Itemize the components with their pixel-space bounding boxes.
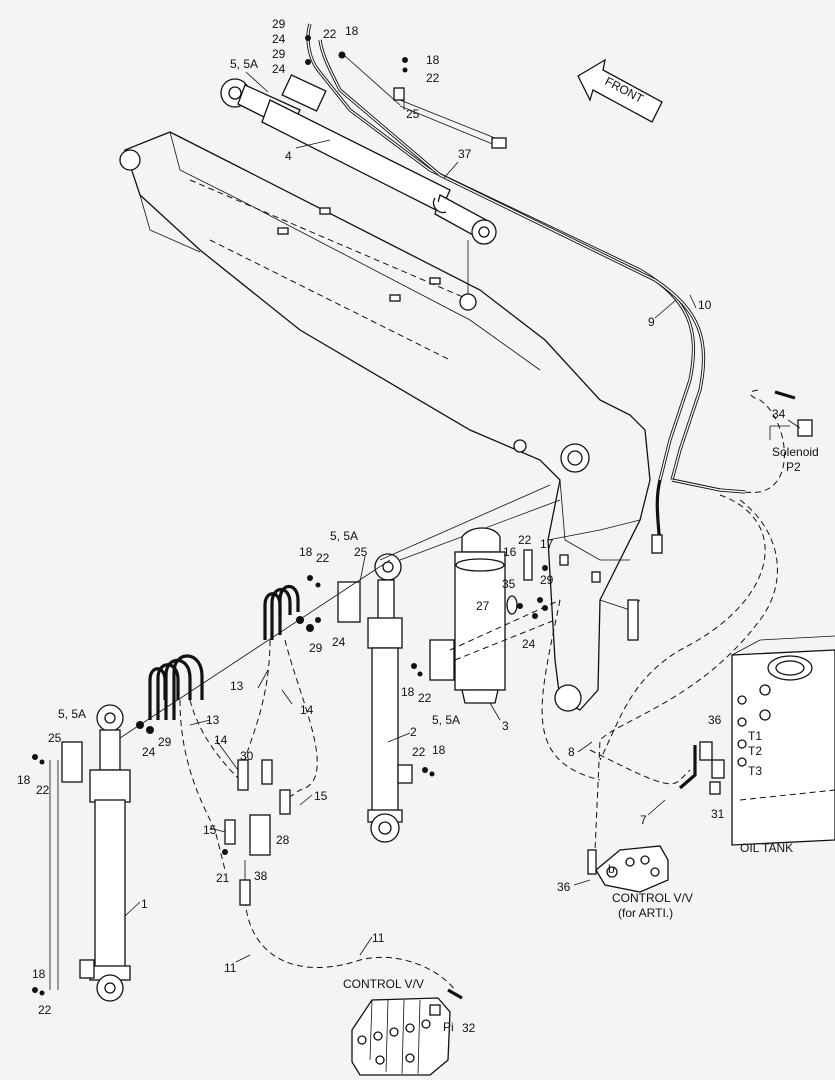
oil-tank xyxy=(678,635,835,846)
label-24: 24 xyxy=(332,635,346,649)
cylinder-1 xyxy=(32,559,391,1002)
label-27: 27 xyxy=(476,599,490,613)
valve-fittings-center xyxy=(222,759,291,906)
label-14: 14 xyxy=(300,703,314,717)
cylinder-3 xyxy=(429,527,561,704)
label-5-5a: 5, 5A xyxy=(432,713,460,727)
boom-arm xyxy=(119,131,651,712)
label-22: 22 xyxy=(518,533,532,547)
label-21: 21 xyxy=(216,871,230,885)
label-1: 1 xyxy=(141,897,148,911)
control-valve-arti xyxy=(587,845,669,893)
label-22: 22 xyxy=(412,745,426,759)
label-22: 22 xyxy=(323,27,337,41)
label-7: 7 xyxy=(640,813,647,827)
label-17: 17 xyxy=(540,537,554,551)
label-22: 22 xyxy=(38,1003,52,1017)
solenoid-p2-label: P2 xyxy=(786,460,801,474)
label-13: 13 xyxy=(230,679,244,693)
label-15: 15 xyxy=(314,789,328,803)
hose-bundles xyxy=(136,584,321,734)
label-11: 11 xyxy=(224,961,237,975)
label-14: 14 xyxy=(214,733,228,747)
label-18: 18 xyxy=(345,24,359,38)
label-15: 15 xyxy=(203,823,217,837)
front-arrow: FRONT xyxy=(577,58,663,123)
label-11: 11 xyxy=(372,931,385,945)
label-2: 2 xyxy=(410,725,417,739)
label-29: 29 xyxy=(540,573,554,587)
solenoid-p2 xyxy=(769,390,813,440)
fittings-cluster-center xyxy=(307,549,548,777)
label-b: b xyxy=(608,862,615,876)
label-24: 24 xyxy=(272,32,286,46)
dashed-hose-routes xyxy=(179,389,785,991)
label-36: 36 xyxy=(557,880,571,894)
label-25: 25 xyxy=(406,107,420,121)
label-16: 16 xyxy=(503,545,517,559)
control-valve-arti-sublabel: (for ARTI.) xyxy=(618,906,673,920)
control-valve-main-label: CONTROL V/V xyxy=(343,977,424,991)
label-35: 35 xyxy=(502,577,516,591)
boom-cylinder-pipes xyxy=(306,23,746,554)
label-3: 3 xyxy=(502,719,509,733)
label-18: 18 xyxy=(32,967,46,981)
label-30: 30 xyxy=(240,749,254,763)
label-24: 24 xyxy=(522,637,536,651)
label-10: 10 xyxy=(698,298,712,312)
label-5-5a: 5, 5A xyxy=(58,707,86,721)
label-25: 25 xyxy=(354,545,368,559)
label-t1: T1 xyxy=(748,729,762,743)
label-18: 18 xyxy=(401,685,415,699)
label-29: 29 xyxy=(272,47,286,61)
label-29: 29 xyxy=(309,641,323,655)
oil-tank-label: OIL TANK xyxy=(740,841,793,855)
label-29: 29 xyxy=(272,17,286,31)
part-labels: 29 24 29 24 22 18 5, 5A 18 22 25 4 37 9 … xyxy=(17,17,819,1035)
control-valve-main xyxy=(351,988,463,1076)
solenoid-label: Solenoid xyxy=(772,445,819,459)
label-18: 18 xyxy=(426,53,440,67)
label-8: 8 xyxy=(568,745,575,759)
leader-lines xyxy=(124,71,801,963)
control-valve-arti-label: CONTROL V/V xyxy=(612,891,693,905)
label-28: 28 xyxy=(276,833,290,847)
label-38: 38 xyxy=(254,869,268,883)
label-36: 36 xyxy=(708,713,722,727)
label-5-5a: 5, 5A xyxy=(330,529,358,543)
label-pi: Pi xyxy=(443,1020,454,1034)
label-5-5a: 5, 5A xyxy=(230,57,258,71)
label-9: 9 xyxy=(648,315,655,329)
label-22: 22 xyxy=(36,783,50,797)
label-18: 18 xyxy=(432,743,446,757)
label-4: 4 xyxy=(285,149,292,163)
bracket-25-top xyxy=(305,35,507,149)
label-18: 18 xyxy=(299,545,313,559)
boom-cylinder-4 xyxy=(220,74,497,311)
label-32: 32 xyxy=(462,1021,476,1035)
label-37: 37 xyxy=(458,147,472,161)
label-t2: T2 xyxy=(748,744,762,758)
label-13: 13 xyxy=(206,713,220,727)
label-31: 31 xyxy=(711,807,725,821)
label-29: 29 xyxy=(158,735,172,749)
label-22: 22 xyxy=(418,691,432,705)
label-18: 18 xyxy=(17,773,31,787)
label-24: 24 xyxy=(272,62,286,76)
label-25: 25 xyxy=(48,731,62,745)
label-34: 34 xyxy=(772,407,786,421)
label-t3: T3 xyxy=(748,764,762,778)
label-22: 22 xyxy=(316,551,330,565)
label-24: 24 xyxy=(142,745,156,759)
label-22: 22 xyxy=(426,71,440,85)
